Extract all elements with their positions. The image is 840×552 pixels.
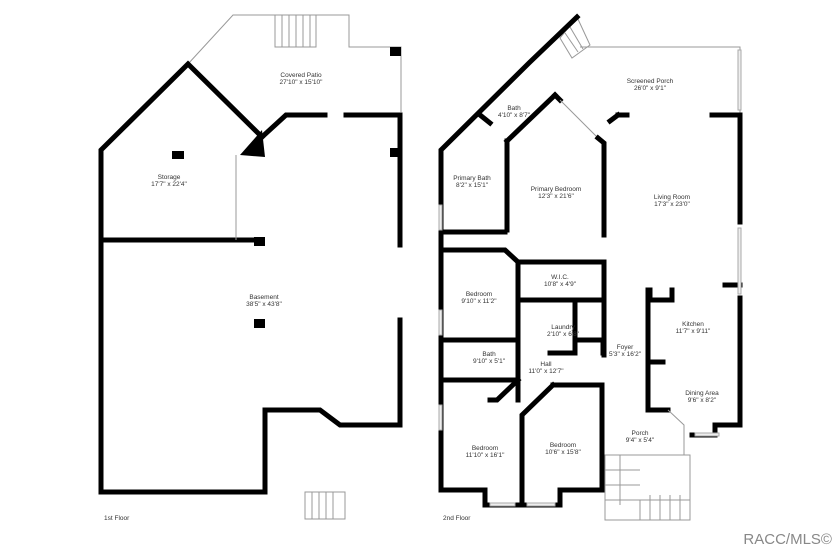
second-floor-plan: Screened Porch 26'0" x 9'1" Bath 4'10" x… [438, 13, 743, 522]
room-size: 5'3" x 16'2" [609, 351, 642, 358]
room-name: Basement [249, 294, 278, 301]
room-name: Laundry [551, 324, 575, 331]
room-size: 12'3" x 21'6" [538, 193, 574, 200]
room-size: 9'4" x 5'4" [626, 437, 655, 444]
room-size: 2'10" x 6'8" [547, 331, 580, 338]
room-size: 9'6" x 8'2" [688, 397, 717, 404]
porch-stairs-bottom [604, 454, 691, 521]
room-name: Bedroom [550, 442, 576, 449]
floor-label: 2nd Floor [443, 515, 471, 522]
room-size: 10'6" x 15'8" [545, 449, 581, 456]
room-size: 8'2" x 15'1" [456, 182, 489, 189]
room-size: 17'7" x 22'4" [151, 181, 187, 188]
room-name: Bedroom [466, 291, 492, 298]
room-name: Porch [632, 430, 649, 437]
room-size: 11'7" x 9'11" [676, 328, 711, 335]
room-name: Living Room [654, 194, 690, 201]
room-name: Kitchen [682, 321, 704, 328]
first-floor-plan: Covered Patio 27'10" x 15'10" Storage 17… [98, 14, 403, 522]
room-name: Covered Patio [280, 72, 322, 79]
basement-stairs [304, 491, 346, 520]
room-size: 4'10" x 8'7" [498, 112, 531, 119]
watermark: RACC/MLS© [743, 531, 832, 548]
room-name: Bath [507, 105, 521, 112]
room-name: Foyer [617, 344, 634, 351]
room-name: W.I.C. [551, 274, 569, 281]
room-size: 38'5" x 43'8" [246, 301, 282, 308]
room-name: Screened Porch [627, 78, 674, 85]
room-size: 9'10" x 11'2" [461, 298, 497, 305]
room-size: 26'0" x 9'1" [634, 85, 667, 92]
floor-label: 1st Floor [104, 515, 130, 522]
room-name: Bath [482, 351, 496, 358]
room-name: Bedroom [472, 445, 498, 452]
room-name: Primary Bath [453, 175, 491, 182]
room-name: Dining Area [685, 390, 719, 397]
porch-stairs-top [559, 16, 591, 59]
room-size: 11'10" x 16'1" [466, 452, 505, 459]
patio-stairs [274, 14, 317, 48]
room-size: 10'8" x 4'9" [544, 281, 577, 288]
room-size: 27'10" x 15'10" [280, 79, 324, 86]
room-size: 9'10" x 5'1" [473, 358, 506, 365]
room-name: Storage [158, 174, 181, 181]
room-size: 11'0" x 12'7" [528, 368, 564, 375]
room-name: Primary Bedroom [531, 186, 582, 193]
room-name: Hall [540, 361, 552, 368]
room-size: 17'3" x 23'0" [654, 201, 690, 208]
